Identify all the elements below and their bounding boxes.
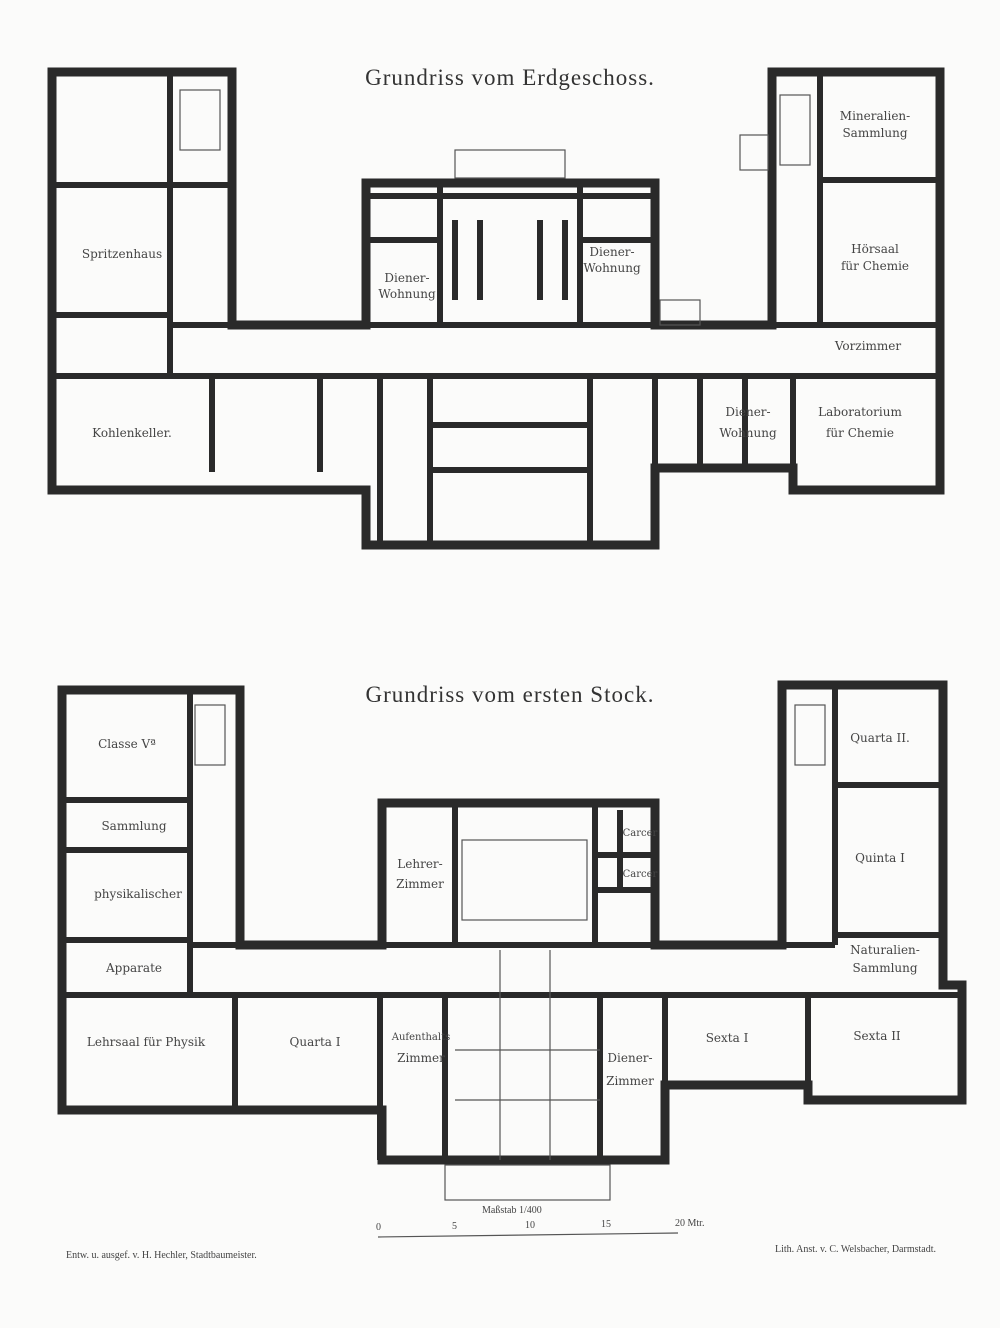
room-label: Sexta I [706,1031,749,1045]
room-label: Naturalien- [850,943,920,957]
stair [179,89,221,151]
stair [794,704,826,766]
scale-tick: 20 Mtr. [675,1218,704,1229]
stair [461,839,588,921]
first-floor-title: Grundriss vom ersten Stock. [366,682,655,707]
room-label: Wohnung [719,426,777,440]
room-label: Sammlung [852,961,917,975]
scale-tick: 0 [376,1222,381,1233]
room-label: physikalischer [94,887,182,901]
room-label: Wohnung [378,287,436,301]
room-label: Quarta II. [850,731,910,745]
ground-floor-labels: Spritzenhaus Kohlenkeller. Diener- Wohnu… [82,109,910,440]
first-floor-labels: Classe Vª Sammlung physikalischer Appara… [87,731,920,1088]
ground-floor-title: Grundriss vom Erdgeschoss. [365,65,655,90]
room-label: Diener- [607,1051,652,1065]
room-label: Aufenthalts [391,1032,451,1043]
room-label: Zimmer [397,1051,445,1065]
room-label: Sammlung [842,126,907,140]
outer-wall [57,680,967,1165]
room-label: Sammlung [101,819,166,833]
room-label: Vorzimmer [834,339,902,353]
room-label: Laboratorium [818,405,902,419]
scale-tick: 15 [601,1219,611,1230]
room-label: Apparate [105,961,162,975]
room-label: Zimmer [606,1074,654,1088]
scale-line [377,1232,679,1238]
room-label: Wohnung [583,261,641,275]
room-label: Hörsaal [851,242,899,256]
room-label: für Chemie [826,426,894,440]
room-label: Sexta II [853,1029,901,1043]
room-label: Lehrsaal für Physik [87,1035,206,1049]
room-label: Spritzenhaus [82,247,162,261]
walls [47,67,967,1201]
room-label: Diener- [384,271,429,285]
room-label: für Chemie [841,259,909,273]
credit-lithographer: Lith. Anst. v. C. Welsbacher, Darmstadt. [775,1244,936,1255]
credit-architect: Entw. u. ausgef. v. H. Hechler, Stadtbau… [66,1250,257,1261]
stair [779,94,811,166]
room-label: Zimmer [396,877,444,891]
room-label: Mineralien- [840,109,910,123]
room-label: Kohlenkeller. [92,426,172,440]
room-label: Quarta I [290,1035,341,1049]
stair [454,149,566,179]
stair [444,1164,611,1201]
room-label: Carcer [623,828,658,839]
room-label: Diener- [589,245,634,259]
stair [194,704,226,766]
room-label: Diener- [725,405,770,419]
room-label: Classe Vª [98,737,156,751]
room-label: Quinta I [855,851,905,865]
stair [659,299,701,326]
outer-wall [47,67,945,550]
scale-tick: 5 [452,1221,457,1232]
scale-label: Maßstab 1/400 [482,1205,542,1216]
room-label: Carcer [623,869,658,880]
room-label: Lehrer- [397,857,442,871]
stair [739,134,769,171]
scale-bar: Maßstab 1/400 0 5 10 15 20 Mtr. [376,1205,704,1238]
scale-tick: 10 [525,1220,535,1231]
